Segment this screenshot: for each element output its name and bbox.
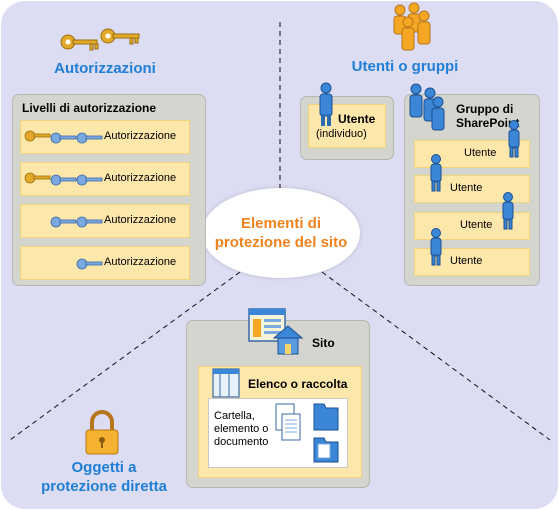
group-title: Gruppo di SharePoint [456, 102, 519, 130]
keys-icon [60, 28, 140, 51]
center-label-line2: protezione del sito [214, 234, 348, 251]
group-user-label: Utente [460, 219, 493, 231]
permission-row [20, 246, 190, 280]
padlock-icon [85, 410, 119, 455]
folder-icon [313, 403, 339, 463]
permissions-title: Autorizzazioni [54, 60, 156, 77]
center-label-line1: Elementi di [240, 215, 322, 232]
user-icon [319, 82, 333, 126]
center-ellipse [202, 188, 360, 278]
permission-label: Autorizzazione [104, 172, 177, 184]
item-text-line1: Cartella, [214, 410, 255, 422]
center-label: Elementi di protezione del sito [202, 214, 360, 252]
securable-title-line1: Oggetti a [71, 459, 137, 476]
permission-label: Autorizzazione [104, 130, 177, 142]
group-user-label: Utente [450, 255, 483, 267]
users-group-icon [393, 2, 431, 51]
group-user-label: Utente [450, 182, 483, 194]
house-icon [272, 325, 304, 355]
list-icon [212, 368, 240, 398]
users-groups-title: Utenti o gruppi [351, 58, 459, 75]
group-title-line1: Gruppo di [456, 102, 514, 116]
document-icon [275, 403, 301, 441]
user-title: Utente [338, 112, 376, 126]
group-user-label: Utente [464, 147, 497, 159]
permission-label: Autorizzazione [104, 256, 177, 268]
permission-label: Autorizzazione [104, 214, 177, 226]
user-subtitle: (individuo) [316, 128, 367, 140]
item-text-line2: elemento o [214, 423, 269, 435]
permission-row [20, 204, 190, 238]
group-user-row [414, 140, 530, 168]
permission-levels-title: Livelli di autorizzazione [22, 101, 157, 115]
item-text: Cartella, elemento o documento [214, 410, 268, 449]
item-text-line3: documento [214, 436, 269, 448]
group-title-line2: SharePoint [456, 116, 520, 130]
users-group-icon [409, 83, 445, 131]
group-user-icons [430, 120, 520, 266]
site-title: Sito [312, 336, 335, 350]
site-icon [248, 308, 304, 355]
list-title: Elenco o raccolta [248, 377, 348, 391]
securable-objects-title: Oggetti a protezione diretta [14, 458, 194, 496]
securable-title-line2: protezione diretta [41, 478, 167, 495]
permission-keys-icons [24, 130, 103, 270]
